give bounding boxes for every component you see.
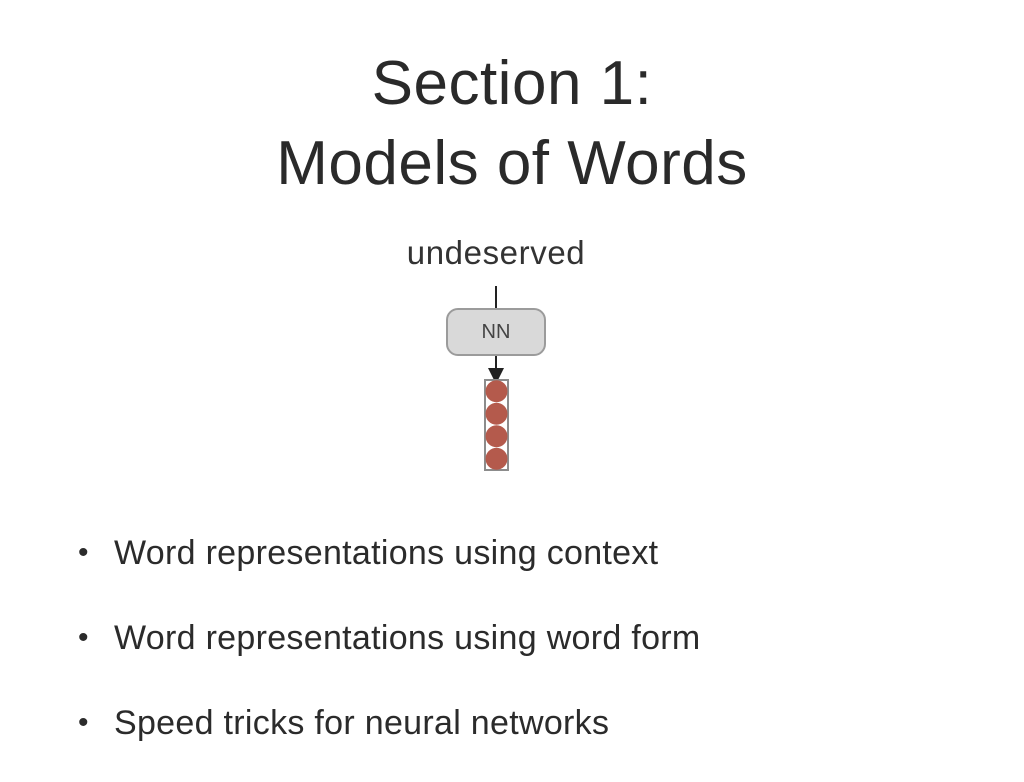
bullet-item: • Word representations using word form	[78, 612, 978, 697]
bullet-text: Word representations using word form	[114, 619, 701, 657]
embedding-vector-cell	[485, 447, 508, 470]
bullet-marker: •	[78, 536, 89, 569]
embedding-vector-cell	[485, 425, 508, 448]
nn-model-label: NN	[481, 320, 511, 343]
slide-title-line-1: Section 1:	[371, 49, 653, 118]
embedding-vector-cell	[485, 380, 508, 403]
embedding-vector-frame	[484, 379, 509, 471]
bullet-text: Speed tricks for neural networks	[114, 704, 610, 742]
nn-model-box: NN	[446, 308, 546, 356]
word-model-diagram: undeserved NN	[380, 230, 620, 480]
input-word-label: undeserved	[406, 234, 586, 271]
embedding-vector-cells	[485, 380, 508, 470]
bullet-marker: •	[78, 706, 89, 739]
bullet-list: • Word representations using context • W…	[78, 527, 978, 782]
slide-title-line-2: Models of Words	[276, 129, 748, 198]
diagram-graphics	[484, 286, 509, 471]
bullet-marker: •	[78, 621, 89, 654]
bullet-text: Word representations using context	[114, 534, 659, 572]
bullet-item: • Speed tricks for neural networks	[78, 697, 978, 782]
embedding-vector-cell	[485, 402, 508, 425]
bullet-item: • Word representations using context	[78, 527, 978, 612]
